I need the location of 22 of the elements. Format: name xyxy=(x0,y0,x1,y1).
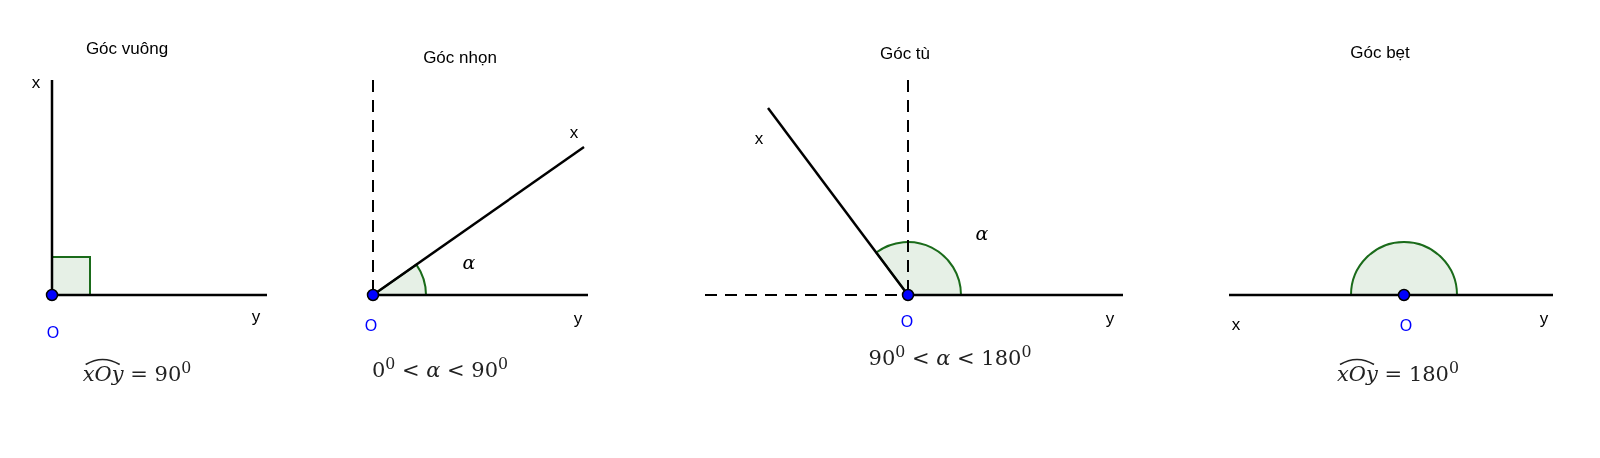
angle-formula: 90$^{0}$ < α < 180$^{0}$ xyxy=(868,347,1032,369)
vertex-label: O xyxy=(900,314,914,330)
angle-formula: xOy = 180$^{0}$ xyxy=(1337,355,1459,385)
angle-formula: xOy = 90$^{0}$ xyxy=(82,355,192,385)
angle-title: Góc vuông xyxy=(85,39,169,57)
angle-title: Góc bẹt xyxy=(1350,43,1410,61)
angle-formula: 0$^{0}$ < α < 90$^{0}$ xyxy=(371,359,509,381)
ray-label: y xyxy=(573,309,583,327)
ray-label: y xyxy=(251,307,261,325)
ray-label: x xyxy=(569,123,579,141)
ray-label: y xyxy=(1105,309,1115,327)
angle-title: Góc nhọn xyxy=(423,48,497,66)
ray-label: x xyxy=(754,129,764,147)
vertex-label: O xyxy=(46,325,60,341)
angle-title: Góc tù xyxy=(879,44,931,62)
angle-label: α xyxy=(462,252,476,272)
ray-label: x xyxy=(1231,315,1241,333)
vertex-label: O xyxy=(1399,318,1413,334)
ray-label: y xyxy=(1539,309,1549,327)
vertex-label: O xyxy=(364,318,378,334)
angle-label: α xyxy=(975,223,989,243)
ray-label: x xyxy=(31,73,41,91)
